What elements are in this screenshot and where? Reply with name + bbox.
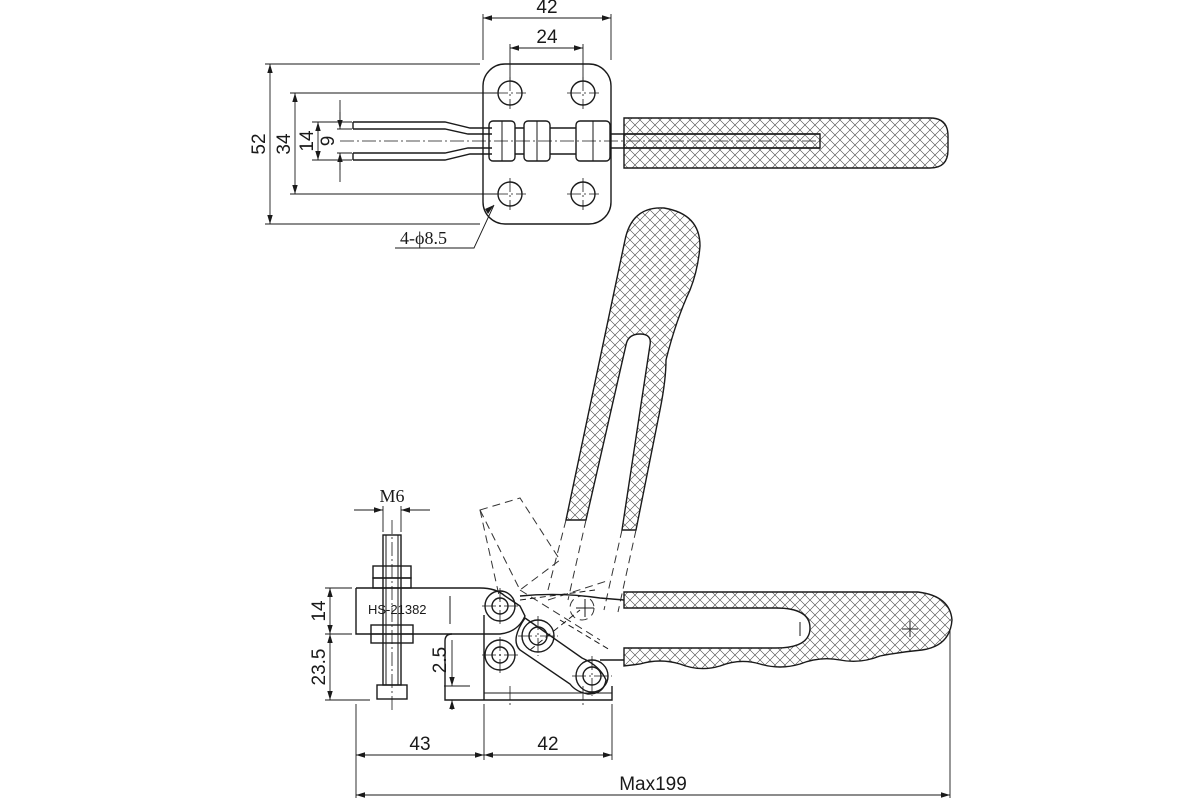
pivot-points: [482, 588, 612, 696]
top-base-plate: [482, 63, 612, 225]
dim-top-width-label: 42: [536, 0, 557, 18]
dim-top-width: 42: [482, 0, 612, 60]
linkage: [515, 589, 625, 695]
dim-slot-outer: 14: [297, 121, 352, 161]
spindle-bolt: [370, 520, 414, 710]
side-view: HS-21382: [309, 486, 953, 798]
top-handle-grip: [623, 117, 949, 169]
dim-slot-inner: 9: [318, 100, 352, 182]
dim-slot-inner-label: 9: [318, 136, 339, 147]
dim-overall-length: Max199: [355, 630, 951, 798]
dim-top-height-label: 52: [249, 133, 270, 154]
dim-offset-label: 2.5: [430, 647, 451, 673]
dim-top-height: 52: [249, 63, 480, 225]
open-position-ghost: [479, 207, 701, 641]
dim-slot-outer-label: 14: [297, 130, 318, 152]
dim-offset: 2.5: [430, 640, 470, 710]
dim-hole-spacing-y: 34: [274, 92, 497, 195]
dim-spindle-height: 14: [309, 587, 352, 635]
dim-reach: 43: [355, 704, 613, 760]
mounting-holes: [494, 77, 599, 210]
model-label: HS-21382: [368, 602, 427, 617]
dim-thread: M6: [354, 486, 430, 532]
ghost-handle-grip: [565, 207, 701, 531]
dim-base-length: 42: [484, 734, 612, 758]
side-handle: [623, 591, 953, 670]
dim-hole-spacing-y-label: 34: [274, 133, 295, 155]
top-pivot-links: [488, 120, 611, 162]
dim-hole-spacing-x: 24: [509, 27, 584, 80]
clamp-arm: HS-21382: [355, 587, 526, 701]
dim-base-height: 23.5: [309, 634, 370, 701]
dim-base-length-label: 42: [537, 734, 558, 755]
hole-callout: 4-ϕ8.5: [395, 204, 495, 249]
top-handle: [610, 117, 949, 169]
side-handle-grip: [623, 591, 953, 670]
dim-thread-label: M6: [379, 486, 404, 506]
dim-base-height-label: 23.5: [309, 649, 330, 686]
dim-spindle-height-label: 14: [309, 600, 330, 622]
dim-hole-spacing-x-label: 24: [536, 27, 558, 48]
hole-callout-label: 4-ϕ8.5: [400, 228, 447, 248]
top-view: 4-ϕ8.5 42 24 52 34 14: [249, 0, 949, 249]
dim-reach-label: 43: [409, 734, 430, 755]
dim-overall-length-label: Max199: [619, 774, 687, 795]
